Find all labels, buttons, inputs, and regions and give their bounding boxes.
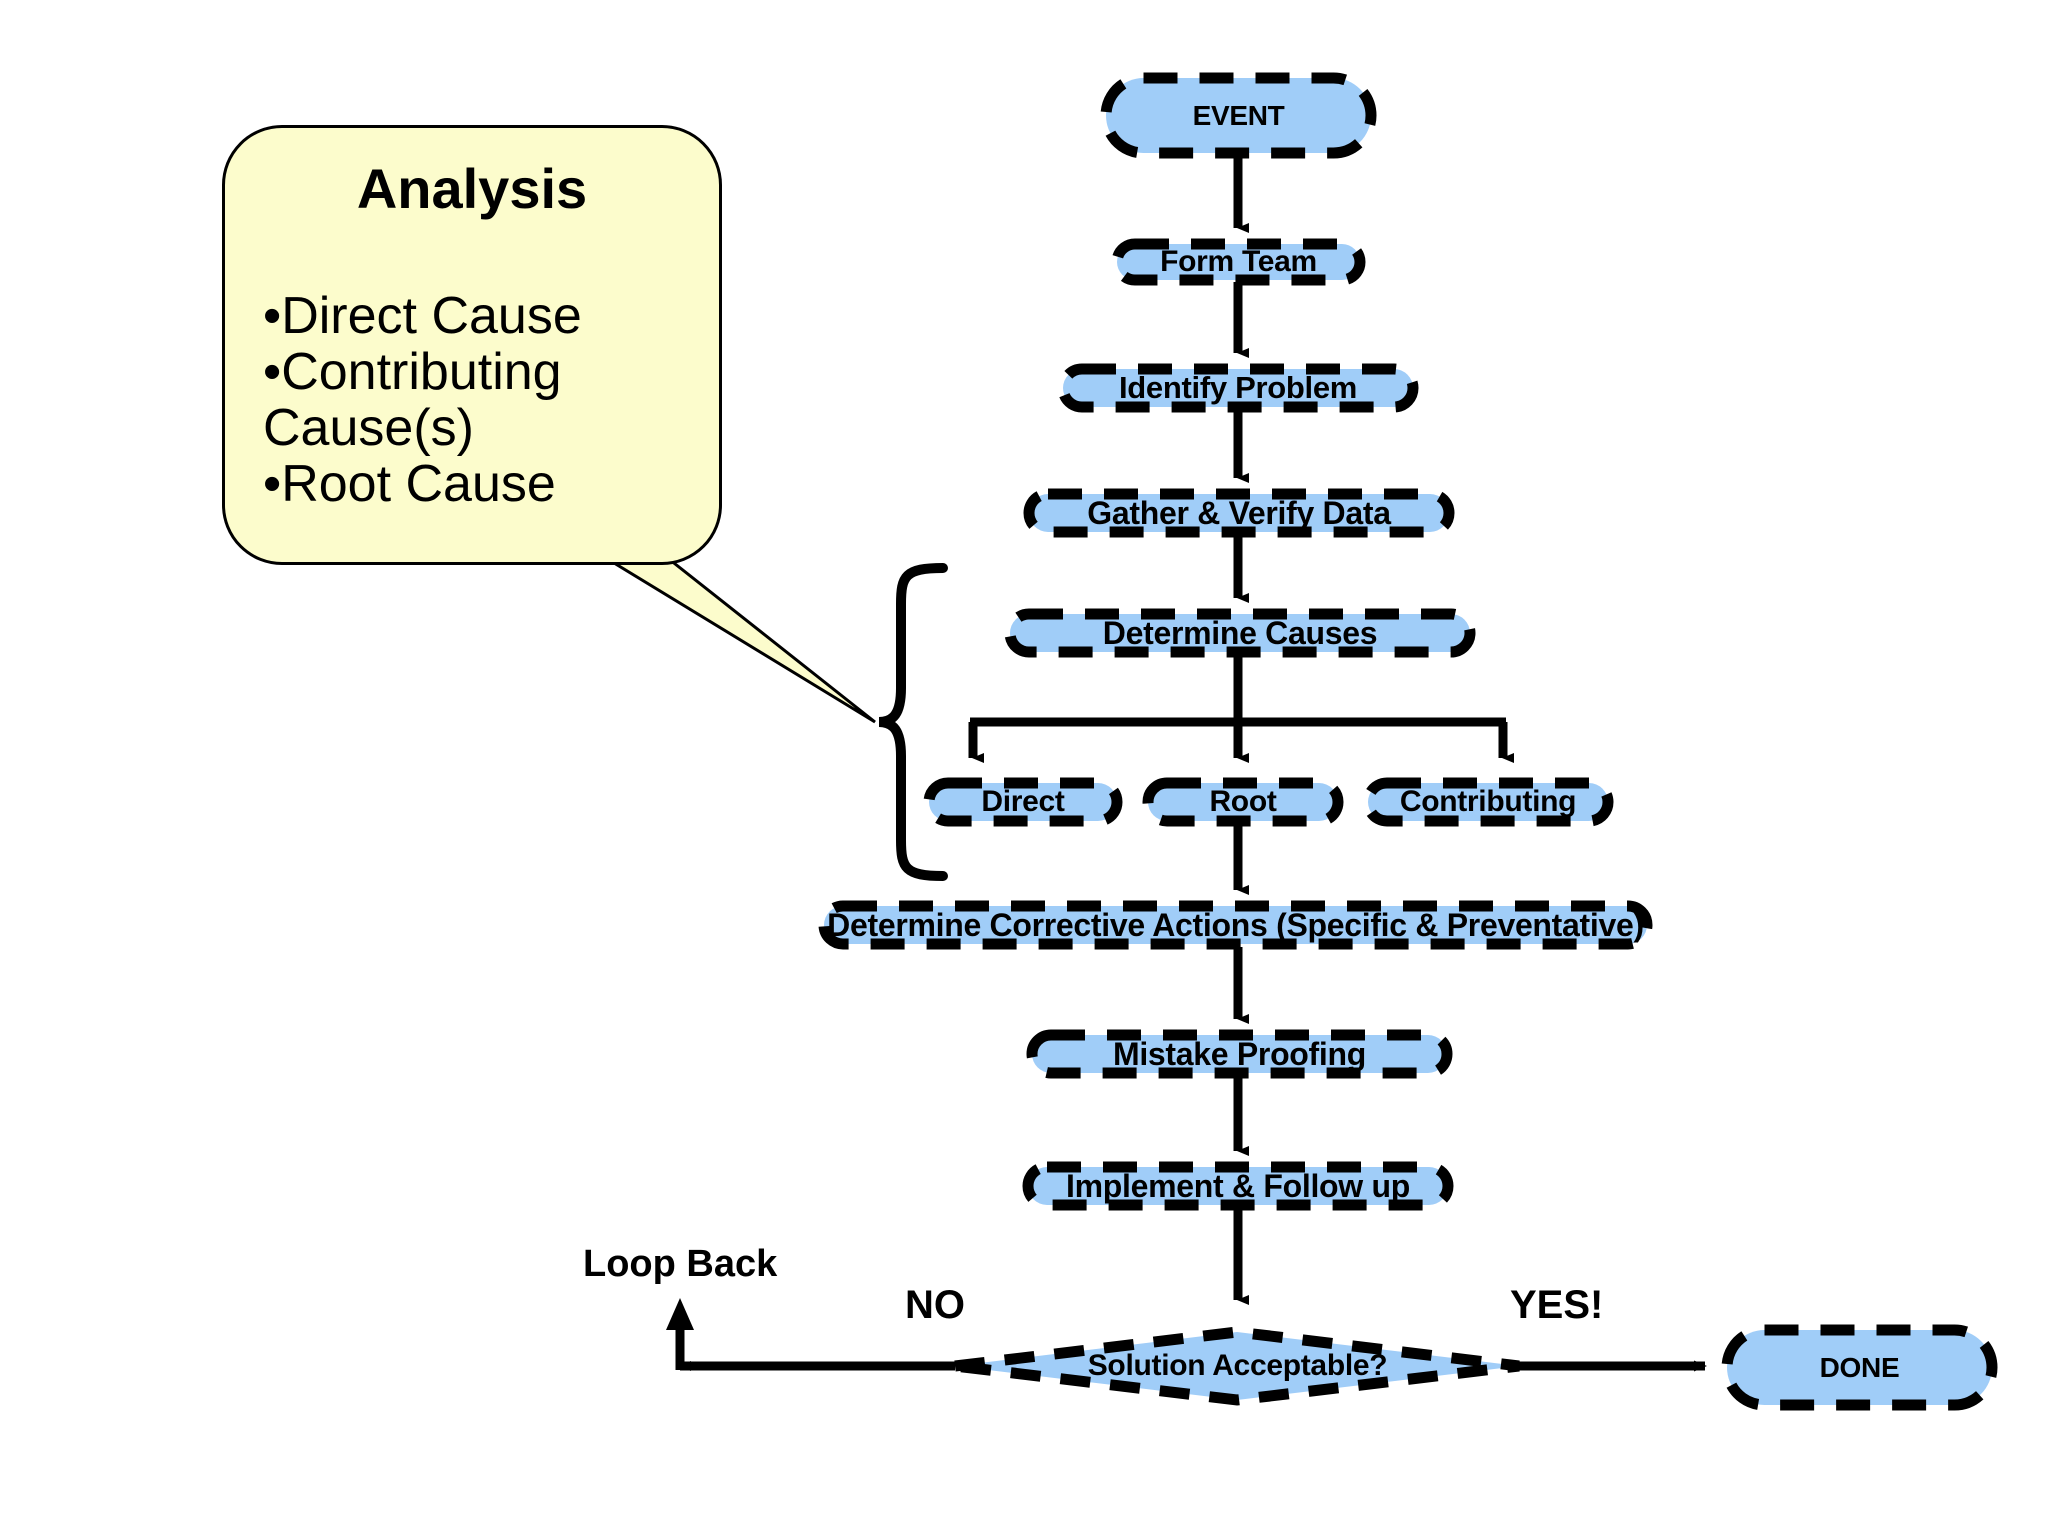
connector-determine-causes-branch [968,655,1514,763]
callout-list: •Direct Cause •Contributing Cause(s) •Ro… [263,288,699,513]
callout-list-item: •Contributing [263,343,562,402]
node-contributing[interactable] [1362,777,1614,827]
node-form-team[interactable] [1111,238,1366,286]
node-corrective-actions[interactable] [818,900,1653,950]
node-done[interactable] [1721,1324,1998,1411]
node-direct[interactable] [923,777,1123,827]
node-solution-acceptable[interactable] [954,1326,1520,1406]
node-gather-verify-data[interactable] [1023,488,1455,538]
connector-no-loop-back [666,1298,955,1371]
node-root[interactable] [1142,777,1344,827]
edge-label-loop-back: Loop Back [583,1243,778,1285]
edge-label-no: NO [905,1283,965,1327]
node-implement-follow-up[interactable] [1022,1161,1454,1211]
analysis-brace [878,563,948,881]
node-event[interactable] [1100,72,1377,159]
node-identify-problem[interactable] [1057,363,1419,413]
callout-list-item: •Direct Cause [263,287,582,345]
analysis-callout: Analysis •Direct Cause •Contributing Cau… [222,125,722,565]
edge-label-yes: YES! [1510,1283,1604,1327]
callout-list-item: •Root Cause [263,455,556,514]
callout-title: Analysis [356,157,588,220]
callout-list-item: Cause(s) [263,399,474,458]
node-mistake-proofing[interactable] [1026,1029,1453,1079]
node-determine-causes[interactable] [1004,608,1476,658]
